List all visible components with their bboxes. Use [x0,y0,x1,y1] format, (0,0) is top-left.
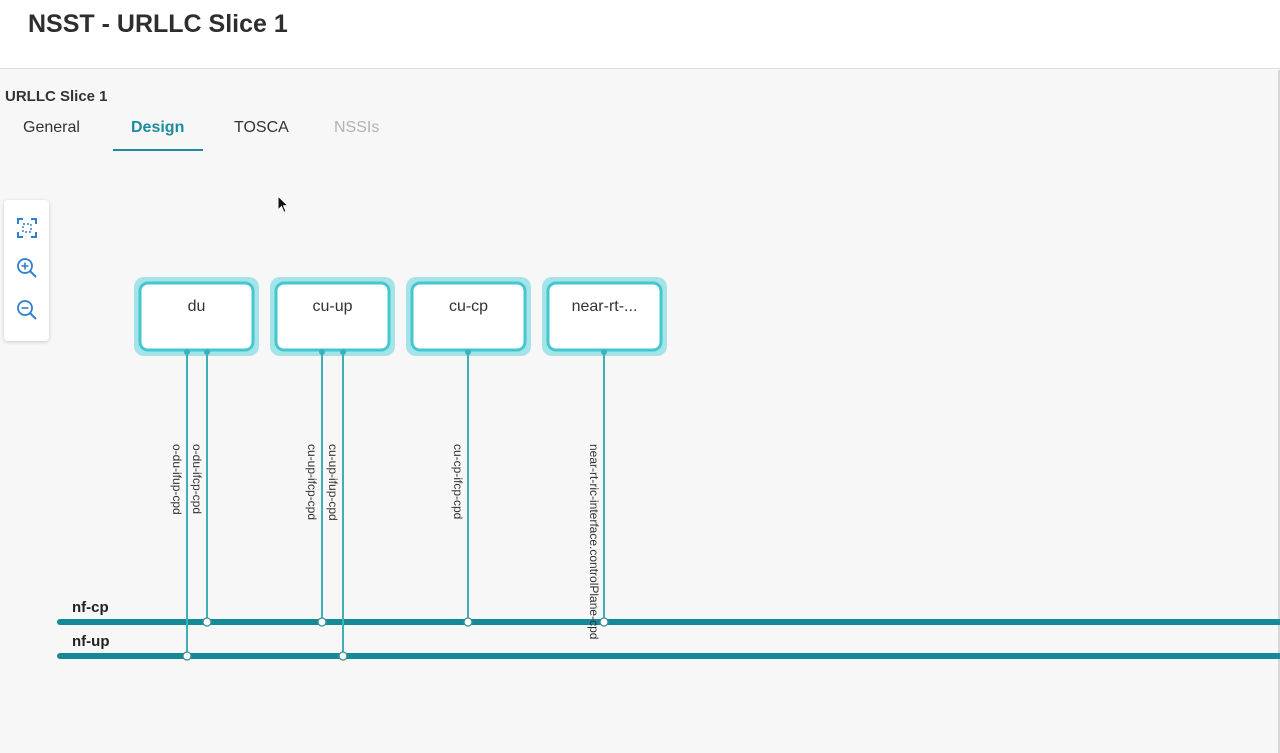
node-label: du [188,298,206,315]
page-header: NSST - URLLC Slice 1 [0,0,1280,69]
cp-bus-anchor[interactable] [599,617,609,627]
scrollbar-edge [1278,70,1280,753]
tab-design[interactable]: Design [131,119,185,136]
cp-node-anchor [601,349,607,355]
cp-label: cu-up-ifup-cpd [326,444,340,521]
cp-bus-anchor[interactable] [338,651,348,661]
zoom-controls [4,200,49,341]
node-label: near-rt-... [572,298,638,315]
tab-tosca[interactable]: TOSCA [234,119,289,136]
cp-label: o-du-ifcp-cpd [190,444,204,514]
cp-node-anchor [204,349,210,355]
bus-label: nf-up [72,633,109,650]
node-box[interactable] [138,281,255,352]
cp-bus-anchor[interactable] [463,617,473,627]
tab-bar: General Design TOSCA NSSIs [0,112,420,154]
cp-bus-anchor[interactable] [317,617,327,627]
cp-label: o-du-ifup-cpd [170,444,184,515]
node-box[interactable] [274,281,391,352]
cp-node-anchor [465,349,471,355]
cp-bus-anchor[interactable] [182,651,192,661]
zoom-out-icon[interactable] [16,299,38,321]
mouse-cursor-icon [277,194,290,219]
tab-nssis: NSSIs [334,119,380,136]
active-tab-indicator [113,149,203,151]
cp-label: cu-cp-ifcp-cpd [451,444,465,519]
cp-label: cu-up-ifcp-cpd [305,444,319,520]
slice-subtitle: URLLC Slice 1 [5,88,108,105]
node-label: cu-cp [449,298,488,315]
node-box[interactable] [410,281,527,352]
zoom-in-icon[interactable] [16,257,38,279]
cp-bus-anchor[interactable] [202,617,212,627]
fit-to-screen-icon[interactable] [16,217,38,239]
node-box[interactable] [546,281,663,352]
cp-node-anchor [184,349,190,355]
tab-general[interactable]: General [23,119,80,136]
cp-node-anchor [319,349,325,355]
node-label: cu-up [312,298,352,315]
bus-label: nf-cp [72,599,109,616]
cp-label: near-rt-ric-interface.controlPlane-cpd [587,444,601,639]
page-title: NSST - URLLC Slice 1 [28,10,288,38]
cp-node-anchor [340,349,346,355]
